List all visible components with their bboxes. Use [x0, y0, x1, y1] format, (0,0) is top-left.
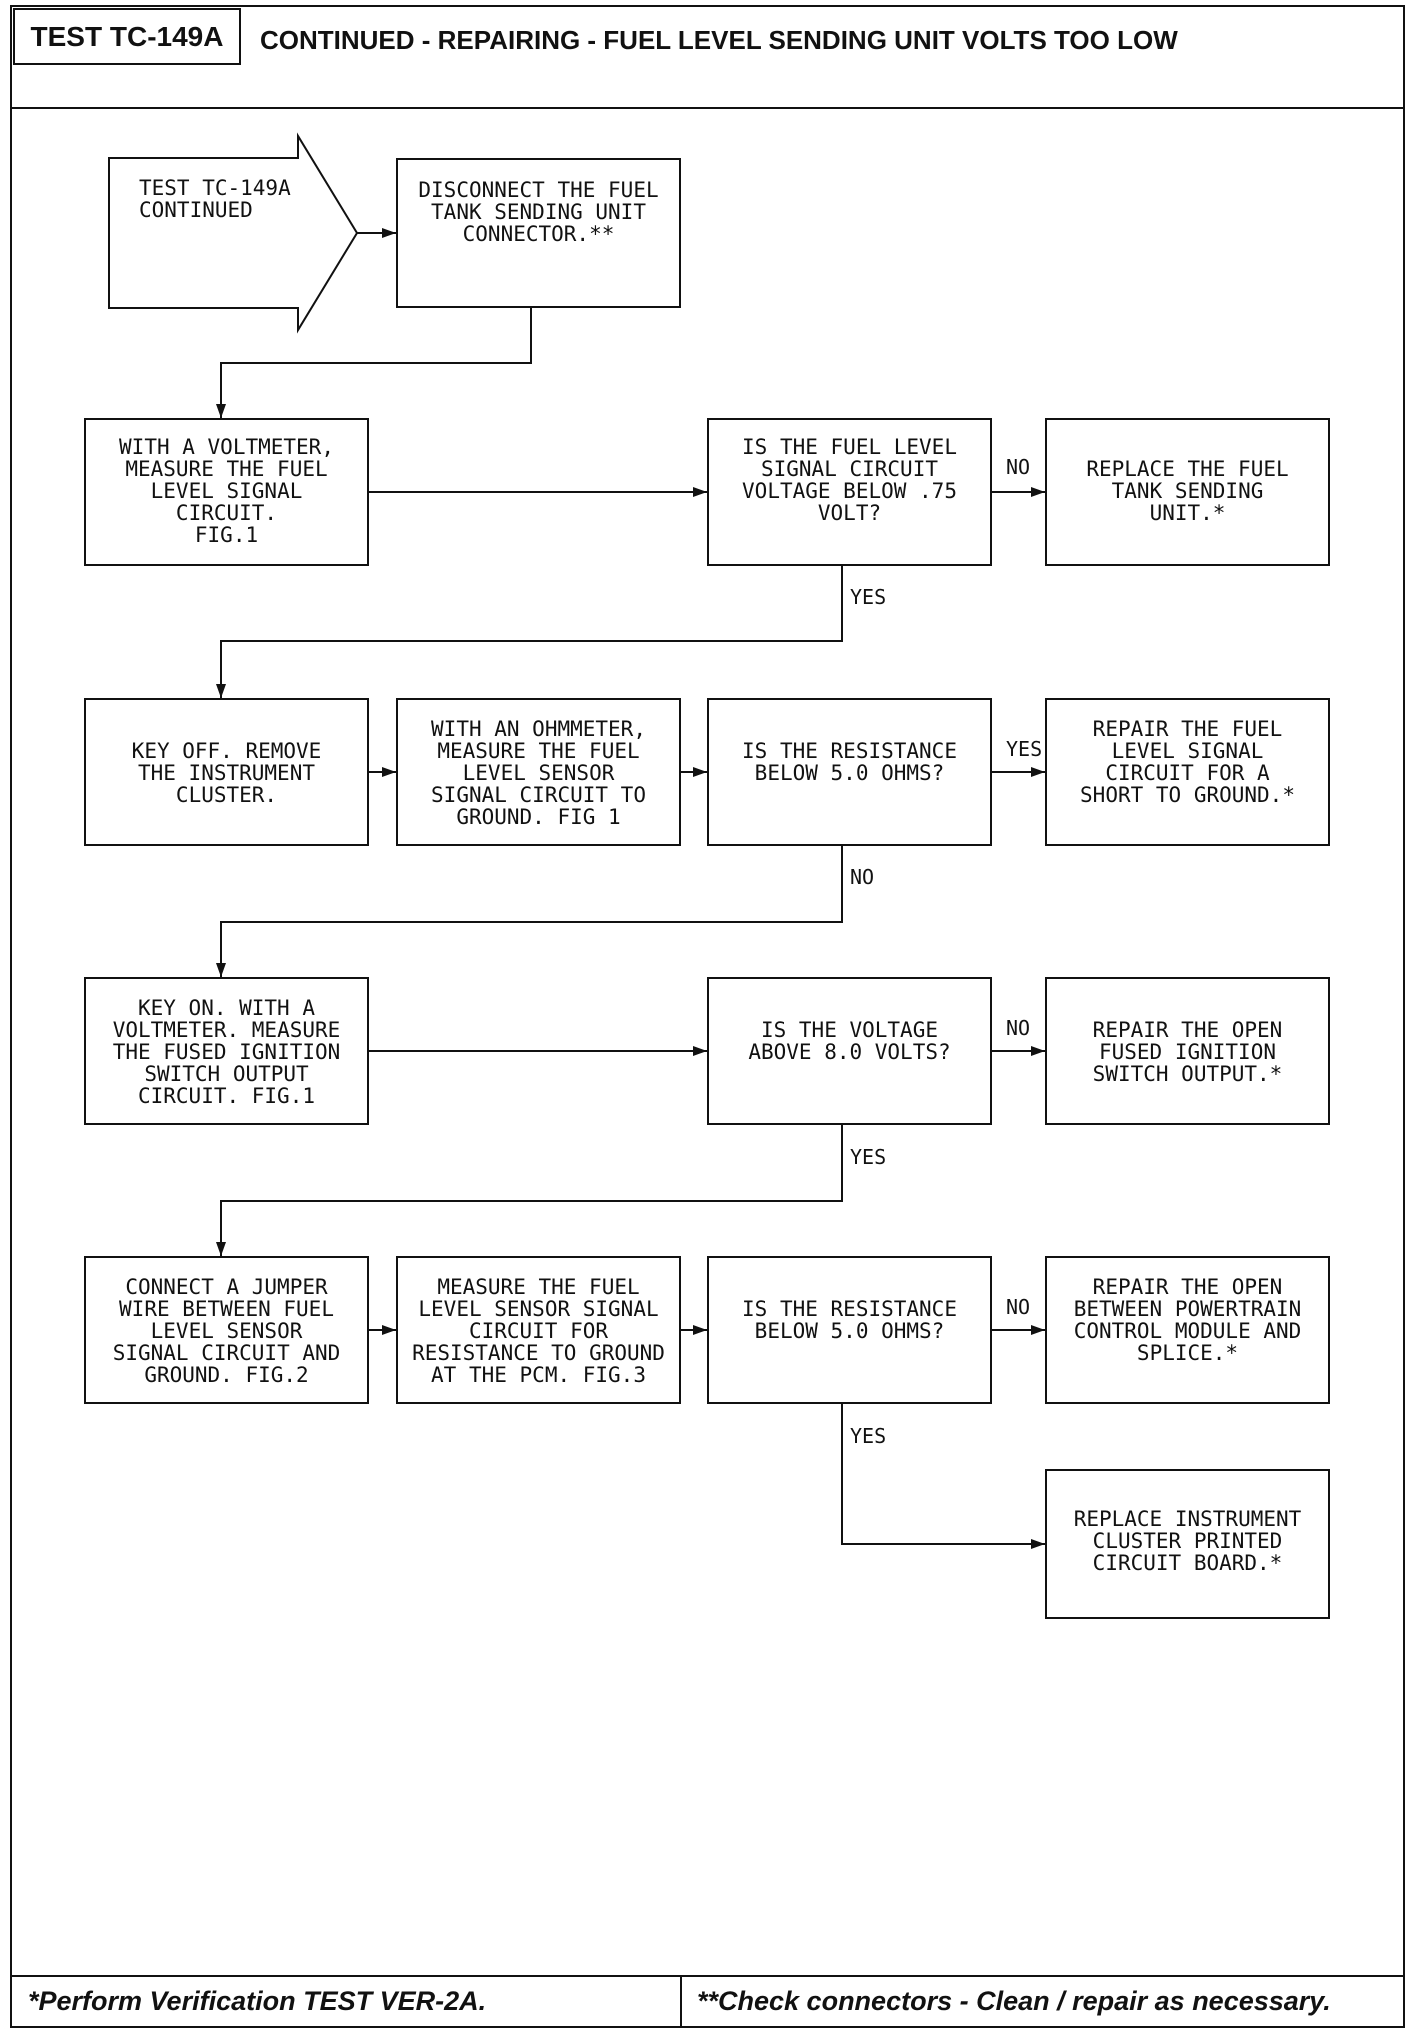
result-repair-open-ignition-output: REPAIR THE OPEN FUSED IGNITION SWITCH OU…: [1045, 977, 1330, 1125]
step-text: WITH A VOLTMETER, MEASURE THE FUEL LEVEL…: [119, 435, 334, 547]
step-text: WITH AN OHMMETER, MEASURE THE FUEL LEVEL…: [431, 717, 646, 829]
branch-label-no: NO: [850, 865, 875, 889]
decision-signal-voltage-below-075: IS THE FUEL LEVEL SIGNAL CIRCUIT VOLTAGE…: [707, 418, 992, 566]
branch-label-no: NO: [1006, 1016, 1031, 1040]
decision-voltage-above-8-volts: IS THE VOLTAGE ABOVE 8.0 VOLTS?: [707, 977, 992, 1125]
result-repair-open-pcm-to-splice: REPAIR THE OPEN BETWEEN POWERTRAIN CONTR…: [1045, 1256, 1330, 1404]
footer-note-verification: *Perform Verification TEST VER-2A.: [28, 1986, 487, 2016]
step-measure-signal-voltage: WITH A VOLTMETER, MEASURE THE FUEL LEVEL…: [84, 418, 369, 566]
step-text: DISCONNECT THE FUEL TANK SENDING UNIT CO…: [418, 178, 659, 246]
branch-label-yes: YES: [850, 585, 887, 609]
step-text: MEASURE THE FUEL LEVEL SENSOR SIGNAL CIR…: [412, 1275, 665, 1387]
footer-divider: [10, 1975, 1405, 1977]
decision-text: IS THE RESISTANCE BELOW 5.0 OHMS?: [742, 1297, 957, 1343]
page-title: CONTINUED - REPAIRING - FUEL LEVEL SENDI…: [260, 25, 1178, 55]
step-measure-signal-resistance: WITH AN OHMMETER, MEASURE THE FUEL LEVEL…: [396, 698, 681, 846]
result-replace-sending-unit: REPLACE THE FUEL TANK SENDING UNIT.*: [1045, 418, 1330, 566]
step-text: CONNECT A JUMPER WIRE BETWEEN FUEL LEVEL…: [112, 1275, 341, 1387]
result-text: REPAIR THE OPEN FUSED IGNITION SWITCH OU…: [1092, 1018, 1283, 1086]
result-replace-cluster-circuit-board: REPLACE INSTRUMENT CLUSTER PRINTED CIRCU…: [1045, 1469, 1330, 1619]
step-remove-instrument-cluster: KEY OFF. REMOVE THE INSTRUMENT CLUSTER.: [84, 698, 369, 846]
footer-note-connectors: **Check connectors - Clean / repair as n…: [697, 1986, 1331, 2016]
decision-pcm-resistance-below-5-ohms: IS THE RESISTANCE BELOW 5.0 OHMS?: [707, 1256, 992, 1404]
decision-text: IS THE FUEL LEVEL SIGNAL CIRCUIT VOLTAGE…: [742, 435, 957, 525]
decision-text: IS THE RESISTANCE BELOW 5.0 OHMS?: [742, 739, 957, 785]
branch-label-no: NO: [1006, 1295, 1031, 1319]
result-text: REPAIR THE OPEN BETWEEN POWERTRAIN CONTR…: [1073, 1275, 1302, 1365]
result-repair-short-to-ground: REPAIR THE FUEL LEVEL SIGNAL CIRCUIT FOR…: [1045, 698, 1330, 846]
step-measure-resistance-at-pcm: MEASURE THE FUEL LEVEL SENSOR SIGNAL CIR…: [396, 1256, 681, 1404]
page-frame: [10, 5, 1405, 2028]
result-text: REPLACE THE FUEL TANK SENDING UNIT.*: [1086, 457, 1289, 525]
step-connect-jumper-wire: CONNECT A JUMPER WIRE BETWEEN FUEL LEVEL…: [84, 1256, 369, 1404]
step-disconnect-sending-unit-connector: DISCONNECT THE FUEL TANK SENDING UNIT CO…: [396, 158, 681, 308]
branch-label-no: NO: [1006, 455, 1031, 479]
test-id-label: TEST TC-149A: [13, 8, 241, 65]
footer-column-divider: [680, 1976, 682, 2026]
step-measure-ignition-output-voltage: KEY ON. WITH A VOLTMETER. MEASURE THE FU…: [84, 977, 369, 1125]
step-text: KEY ON. WITH A VOLTMETER. MEASURE THE FU…: [112, 996, 341, 1108]
step-text: KEY OFF. REMOVE THE INSTRUMENT CLUSTER.: [131, 739, 322, 807]
branch-label-yes: YES: [850, 1424, 887, 1448]
decision-resistance-below-5-ohms: IS THE RESISTANCE BELOW 5.0 OHMS?: [707, 698, 992, 846]
decision-text: IS THE VOLTAGE ABOVE 8.0 VOLTS?: [748, 1018, 951, 1064]
result-text: REPLACE INSTRUMENT CLUSTER PRINTED CIRCU…: [1073, 1507, 1302, 1575]
branch-label-yes: YES: [1006, 737, 1043, 761]
branch-label-yes: YES: [850, 1145, 887, 1169]
header-divider: [10, 107, 1405, 109]
result-text: REPAIR THE FUEL LEVEL SIGNAL CIRCUIT FOR…: [1080, 717, 1295, 807]
start-arrow-text: TEST TC-149A CONTINUED: [139, 176, 291, 222]
